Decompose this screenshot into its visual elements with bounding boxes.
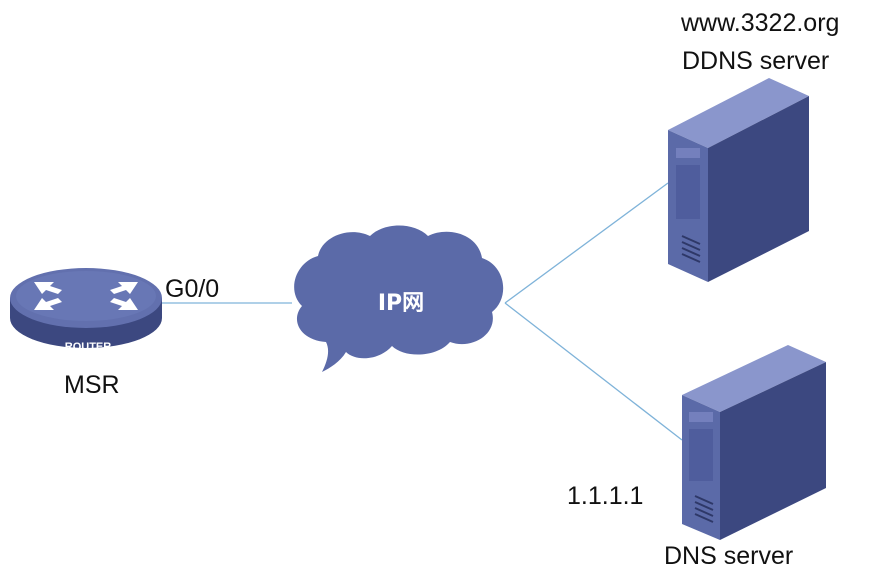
- dns-server-name-label: DNS server: [664, 542, 794, 570]
- dns-server-icon: [682, 345, 826, 540]
- router-icon: ROUTER: [10, 268, 162, 353]
- cloud-label: IP网: [378, 291, 424, 316]
- link-cloud-dns-server: [504, 302, 683, 441]
- ddns-server-domain-label: www.3322.org: [681, 9, 840, 37]
- router-badge: ROUTER: [65, 341, 112, 353]
- router-name-label: MSR: [64, 371, 120, 399]
- dns-server-ip-label: 1.1.1.1: [567, 482, 644, 510]
- ddns-server-icon: [668, 78, 809, 282]
- ddns-server-name-label: DDNS server: [682, 47, 830, 75]
- router-arrows-icon: [34, 282, 138, 310]
- router-interface-label: G0/0: [165, 275, 220, 303]
- ip-network-cloud: IP网: [294, 225, 504, 372]
- link-cloud-ddns-server: [504, 182, 669, 304]
